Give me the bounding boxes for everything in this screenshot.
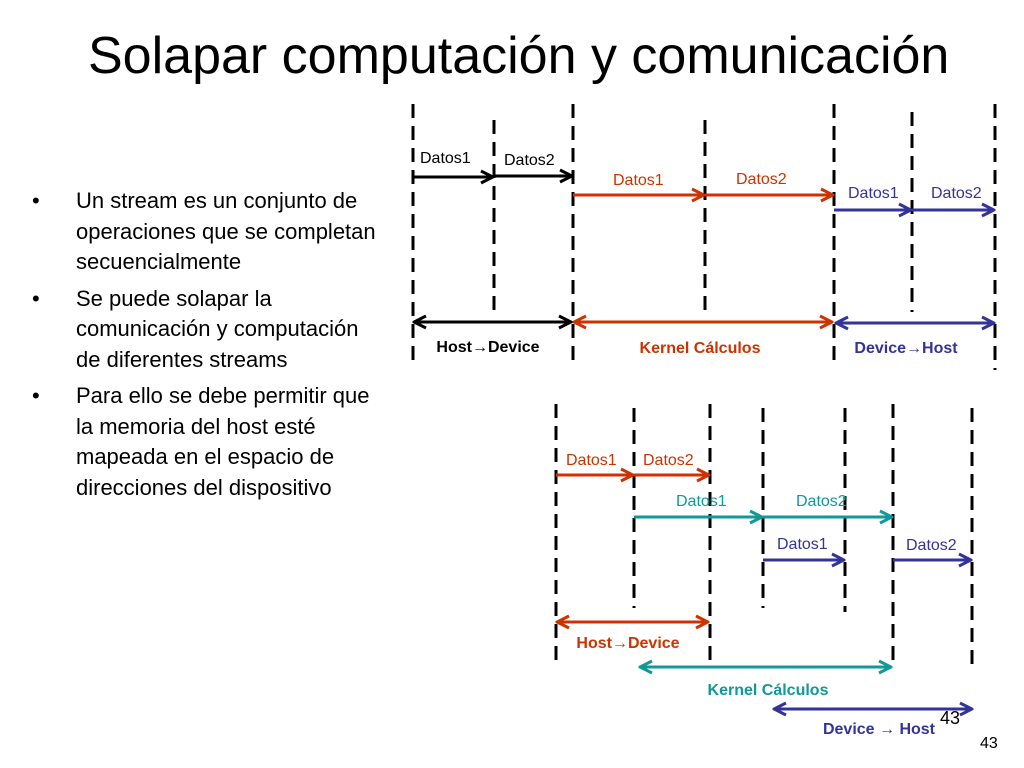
phase-label: Kernel Cálculos (708, 682, 829, 699)
data-label: Datos1 (613, 172, 664, 189)
slide-title: Solapar computación y comunicación (88, 27, 950, 85)
phase-label: Host→Device (436, 339, 539, 356)
bullet-list: Un stream es un conjunto de operaciones … (30, 186, 380, 509)
data-label: Datos1 (420, 150, 471, 167)
bullet-item: Para ello se debe permitir que la memori… (30, 381, 380, 503)
phase-label: Host→Device (576, 635, 679, 652)
top-diagram: Datos1 Datos2 Datos1 Datos2 Datos1 Datos… (411, 104, 997, 370)
data-label: Datos2 (906, 537, 957, 554)
data-label: Datos1 (676, 493, 727, 510)
bottom-diagram: Datos1 Datos2 Datos1 Datos2 Datos1 Datos… (554, 404, 974, 738)
page-number: 43 (980, 735, 998, 752)
phase-label: Device→Host (854, 340, 958, 357)
page-number-overlay: 43 (940, 708, 960, 728)
data-label: Datos2 (643, 452, 694, 469)
data-label: Datos1 (566, 452, 617, 469)
data-label: Datos2 (504, 152, 555, 169)
data-label: Datos2 (931, 185, 982, 202)
data-label: Datos2 (796, 493, 847, 510)
bullet-item: Un stream es un conjunto de operaciones … (30, 186, 380, 278)
data-label: Datos2 (736, 171, 787, 188)
bullet-item: Se puede solapar la comunicación y compu… (30, 284, 380, 376)
phase-label: Device → Host (823, 721, 936, 738)
phase-label: Kernel Cálculos (640, 340, 761, 357)
data-label: Datos1 (777, 536, 828, 553)
data-label: Datos1 (848, 185, 899, 202)
